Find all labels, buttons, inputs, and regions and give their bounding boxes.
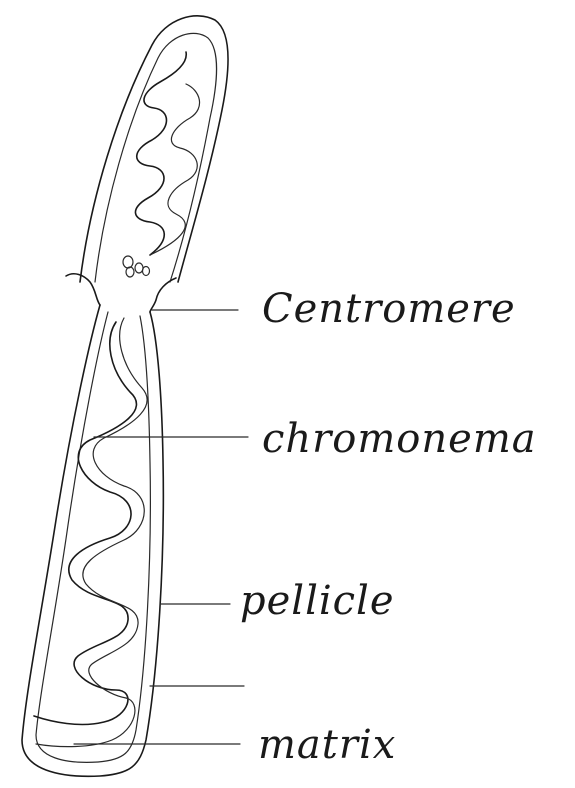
lower-chromonema-coil [34, 322, 136, 724]
label-chromonema: chromonema [262, 416, 537, 462]
label-centromere: Centromere [262, 286, 516, 332]
centromere-right-notch [150, 278, 176, 312]
lower-chromonema-coil-2 [36, 318, 147, 747]
lower-arm-outer-outline [22, 305, 163, 776]
label-matrix: matrix [258, 722, 396, 768]
centromere-granules [123, 256, 150, 277]
upper-arm-outer-outline [80, 16, 228, 282]
upper-chromonema-coil [135, 52, 186, 255]
upper-arm-inner-outline [95, 33, 217, 282]
label-pellicle: pellicle [240, 578, 395, 624]
